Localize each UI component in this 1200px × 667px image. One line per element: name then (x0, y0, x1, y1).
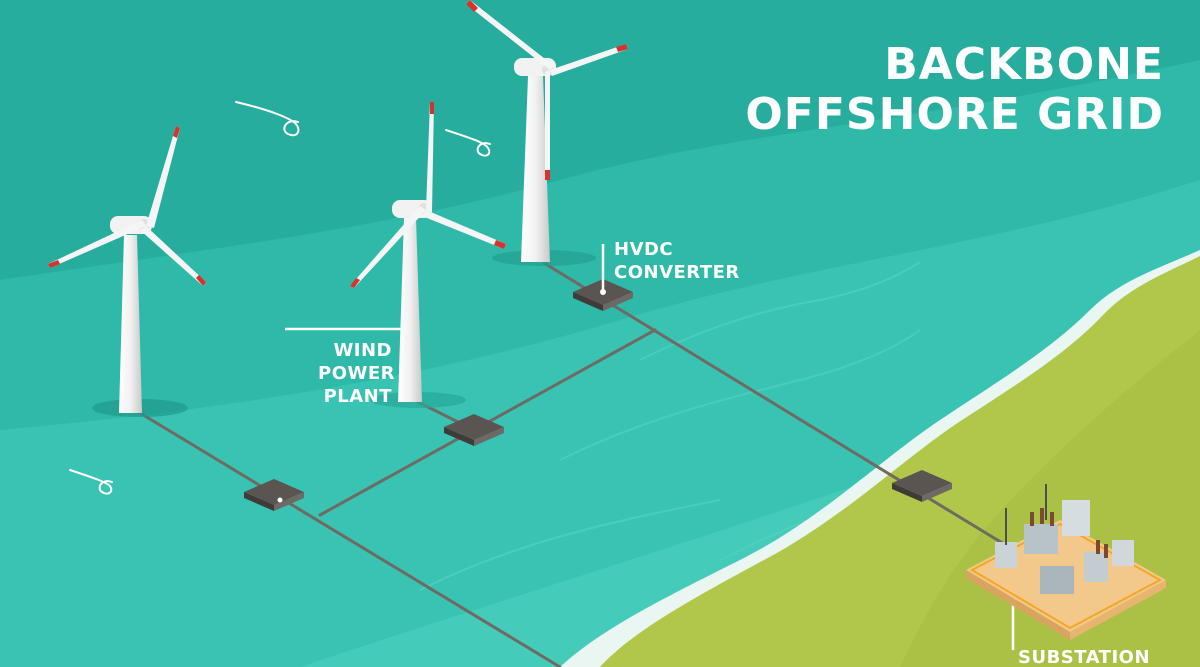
wind-turbine-icon (48, 126, 206, 417)
wind-swirl-icon (69, 101, 491, 495)
converter-box-icon (444, 414, 504, 446)
wind-label-line-1: WIND (333, 340, 392, 361)
title-line-2: OFFSHORE GRID (745, 89, 1164, 140)
wind-label-line-2: POWER (318, 363, 396, 384)
hvdc-label-line-1: HVDC (614, 239, 674, 260)
substation-icon (966, 484, 1166, 640)
converter-box-icon (244, 479, 304, 511)
wind-label-line-3: PLANT (323, 386, 392, 407)
wind-turbine-icon (350, 102, 506, 408)
diagram-title: BACKBONE OFFSHORE GRID (745, 40, 1164, 140)
converter-box-icon (892, 470, 952, 502)
substation-label-text: SUBSTATION (1018, 647, 1151, 667)
substation-label: SUBSTATION (1018, 646, 1150, 667)
wind-turbine-icon (466, 0, 628, 266)
hvdc-label-line-2: CONVERTER (614, 262, 740, 283)
hvdc-converter-label: HVDC CONVERTER (614, 238, 740, 284)
title-line-1: BACKBONE (884, 39, 1164, 90)
wind-power-plant-label: WIND POWER PLANT (318, 339, 396, 408)
